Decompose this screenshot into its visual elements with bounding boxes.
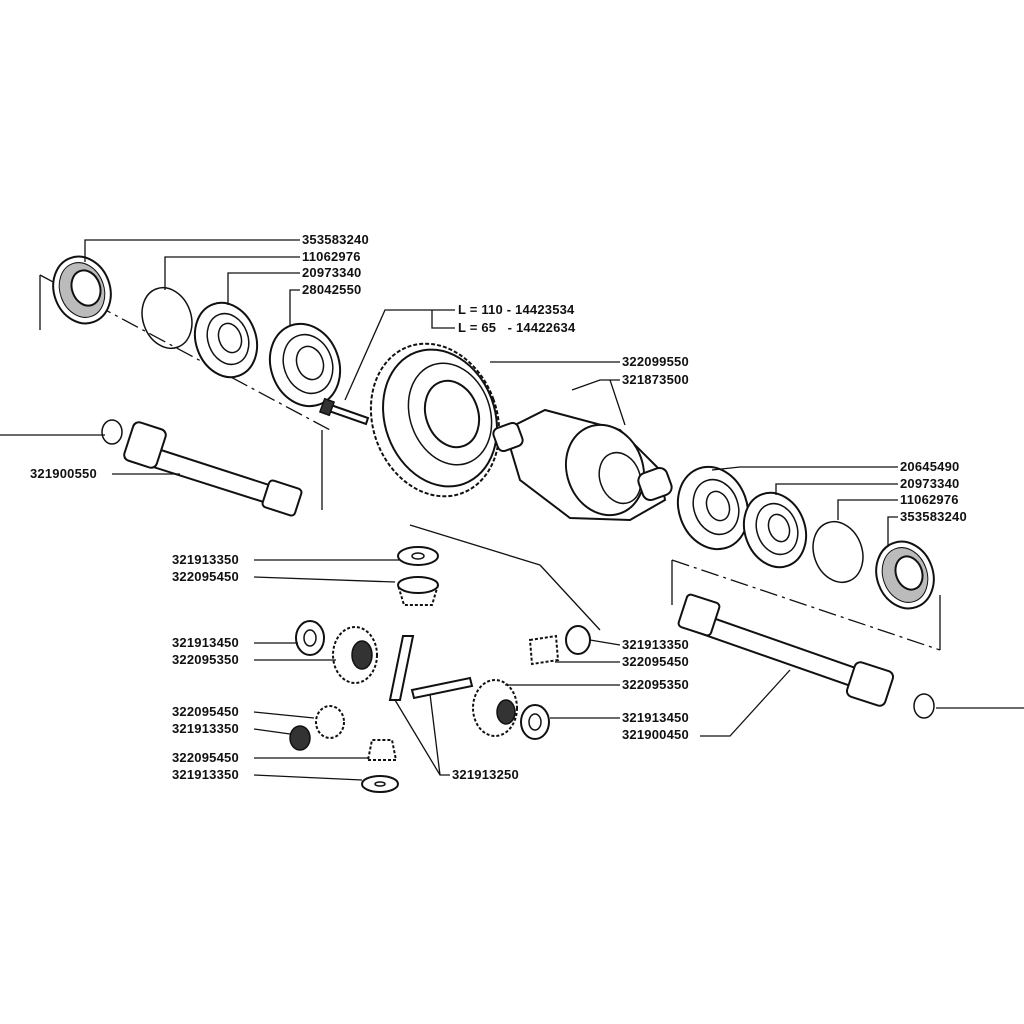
label-pinion-top: 322095450 [172, 569, 239, 584]
label-side-gear-right: 322095350 [622, 677, 689, 692]
label-seal-left: 353583240 [302, 232, 369, 247]
label-bearing-right-b: 20973340 [900, 476, 959, 491]
label-side-gear-left: 322095350 [172, 652, 239, 667]
label-circlip-left: 11062976 [302, 249, 361, 264]
washer-bottom [361, 775, 399, 793]
label-pinion-bottom: 322095450 [172, 750, 239, 765]
washer-left-mid [295, 620, 325, 656]
pinion-top [396, 576, 440, 606]
shaft-left [101, 419, 303, 517]
label-pinion-left-low: 322095450 [172, 704, 239, 719]
differential-case [492, 408, 673, 522]
label-bearing-right-a: 20645490 [900, 459, 959, 474]
washer-top [397, 546, 439, 566]
label-pinion-right: 322095450 [622, 654, 689, 669]
bearing-left-b [268, 322, 342, 408]
washer-right-mid [520, 704, 550, 740]
side-gear-right [472, 679, 518, 737]
seal-left [52, 255, 112, 325]
crown-gear [369, 342, 501, 498]
pinion-right [528, 634, 560, 666]
label-pin-shaft: 321913250 [452, 767, 519, 782]
label-bolt-l65: L = 65 - 14422634 [458, 320, 576, 335]
bearing-right-a [676, 465, 750, 551]
pinion-left-low [289, 705, 345, 751]
bolt [318, 397, 370, 426]
seal-right [875, 540, 935, 610]
label-washer-left-mid: 321913450 [172, 635, 239, 650]
label-shaft-left: 321900550 [30, 466, 97, 481]
label-crown-gear: 322099550 [622, 354, 689, 369]
label-washer-left-low: 321913350 [172, 721, 239, 736]
label-bearing-left-b: 28042550 [302, 282, 361, 297]
side-gear-left [332, 626, 378, 684]
pinion-shaft-vertical [388, 635, 415, 701]
circlip-left [141, 286, 193, 350]
label-washer-right-top: 321913350 [622, 637, 689, 652]
part-labels: 353583240 11062976 20973340 28042550 L =… [30, 232, 967, 782]
bearing-right-b [742, 491, 808, 569]
pinion-bottom [366, 739, 398, 761]
bearing-left-a [193, 301, 259, 379]
label-washer-right-mid: 321913450 [622, 710, 689, 725]
label-washer-top: 321913350 [172, 552, 239, 567]
label-seal-right: 353583240 [900, 509, 967, 524]
label-bolt-l110: L = 110 - 14423534 [458, 302, 575, 317]
shaft-right [677, 593, 935, 719]
washer-right-top [565, 625, 591, 655]
circlip-right [812, 520, 864, 584]
leader-lines [0, 239, 1024, 781]
label-bearing-left-a: 20973340 [302, 265, 361, 280]
label-washer-bottom: 321913350 [172, 767, 239, 782]
label-diff-case: 321873500 [622, 372, 689, 387]
label-circlip-right: 11062976 [900, 492, 959, 507]
label-shaft-right: 321900450 [622, 727, 689, 742]
pinion-shaft-horizontal [410, 676, 474, 700]
